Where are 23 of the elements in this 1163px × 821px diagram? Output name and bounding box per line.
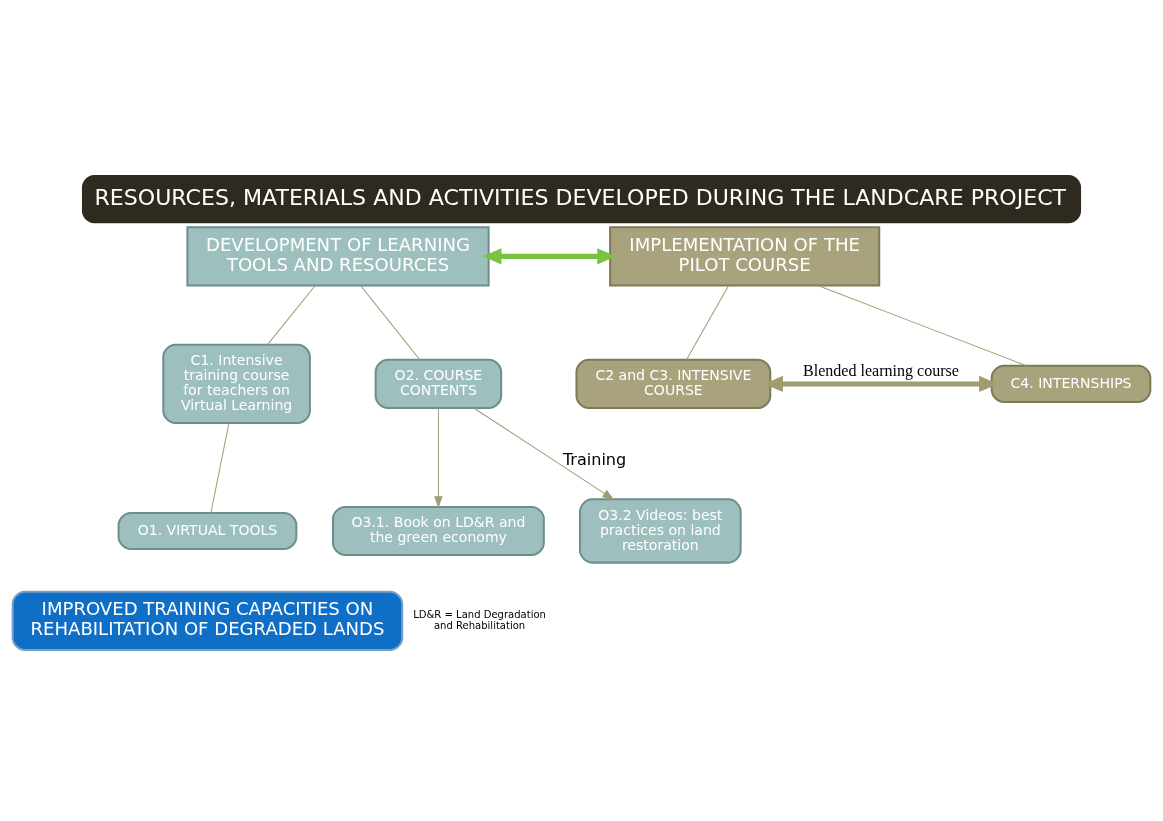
node-box: C2 and C3. INTENSIVE COURSE bbox=[575, 358, 772, 409]
arrow bbox=[482, 248, 617, 265]
edge-label: Blended learning course bbox=[803, 361, 959, 379]
node-box: C4. INTERNSHIPS bbox=[990, 364, 1152, 403]
diagram-title: RESOURCES, MATERIALS AND ACTIVITIES DEVELOPED DURING THE LANDCARE PROJECT bbox=[94, 183, 1067, 210]
connector bbox=[686, 285, 730, 360]
label: LD&R = Land Degradation and Rehabilitation bbox=[413, 608, 546, 631]
arrow bbox=[434, 407, 443, 508]
connector bbox=[817, 285, 1028, 367]
node-box: O2. COURSE CONTENTS bbox=[374, 358, 503, 409]
connector bbox=[267, 285, 316, 345]
node-box: C1. Intensive training course for teachers on Virtual Learning bbox=[162, 343, 311, 425]
arrow bbox=[764, 375, 998, 393]
edge-label: Training bbox=[562, 450, 627, 470]
arrow bbox=[473, 407, 614, 500]
node-box: O1. VIRTUAL TOOLS bbox=[117, 511, 298, 551]
node-box: IMPLEMENTATION OF THE PILOT COURSE bbox=[609, 226, 881, 287]
connector bbox=[210, 422, 230, 514]
node-box: IMPROVED TRAINING CAPACITIES ON REHABILITATION OF DEGRADED LANDS bbox=[11, 590, 404, 651]
node-box: O3.1. Book on LD&R and the green economy bbox=[331, 505, 545, 557]
node-box: O3.2 Videos: best practices on land restoration bbox=[579, 498, 742, 564]
node-box: DEVELOPMENT OF LEARNING TOOLS AND RESOURCES bbox=[186, 226, 490, 287]
connector bbox=[360, 285, 421, 360]
